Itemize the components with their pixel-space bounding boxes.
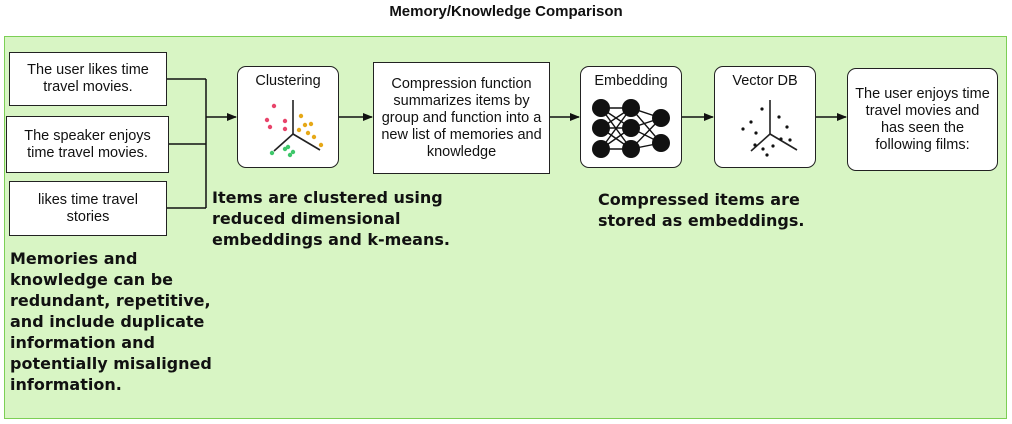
compression-text: Compression function summarizes items by…: [381, 75, 542, 160]
vector-db-box: Vector DB: [714, 66, 816, 168]
cluster-scatter-icon: [264, 100, 324, 158]
output-box: The user enjoys time travel movies and h…: [847, 68, 998, 171]
vector-db-label: Vector DB: [732, 73, 798, 89]
embedding-label: Embedding: [594, 73, 668, 89]
vector-scatter-icon: [741, 100, 798, 157]
input-text-3: likes time travel stories: [38, 191, 138, 225]
input-box-3: likes time travel stories: [9, 181, 167, 236]
output-text: The user enjoys time travel movies and h…: [855, 85, 990, 153]
input-text-2: The speaker enjoys time travel movies.: [24, 127, 151, 161]
input-text-1: The user likes time travel movies.: [27, 62, 149, 95]
note-compressed: Compressed items are stored as embedding…: [598, 190, 805, 230]
note-memories: Memories and knowledge can be redundant,…: [10, 249, 212, 394]
clustering-box: Clustering: [237, 66, 339, 168]
neural-network-icon: [592, 99, 670, 158]
input-box-1: The user likes time travel movies.: [9, 52, 167, 106]
clustering-label: Clustering: [255, 73, 321, 89]
note-clustered: Items are clustered using reduced dimens…: [212, 188, 450, 249]
embedding-box: Embedding: [580, 66, 682, 168]
compression-box: Compression function summarizes items by…: [373, 62, 550, 174]
diagram-title: Memory/Knowledge Comparison: [389, 3, 623, 20]
input-box-2: The speaker enjoys time travel movies.: [6, 116, 169, 173]
